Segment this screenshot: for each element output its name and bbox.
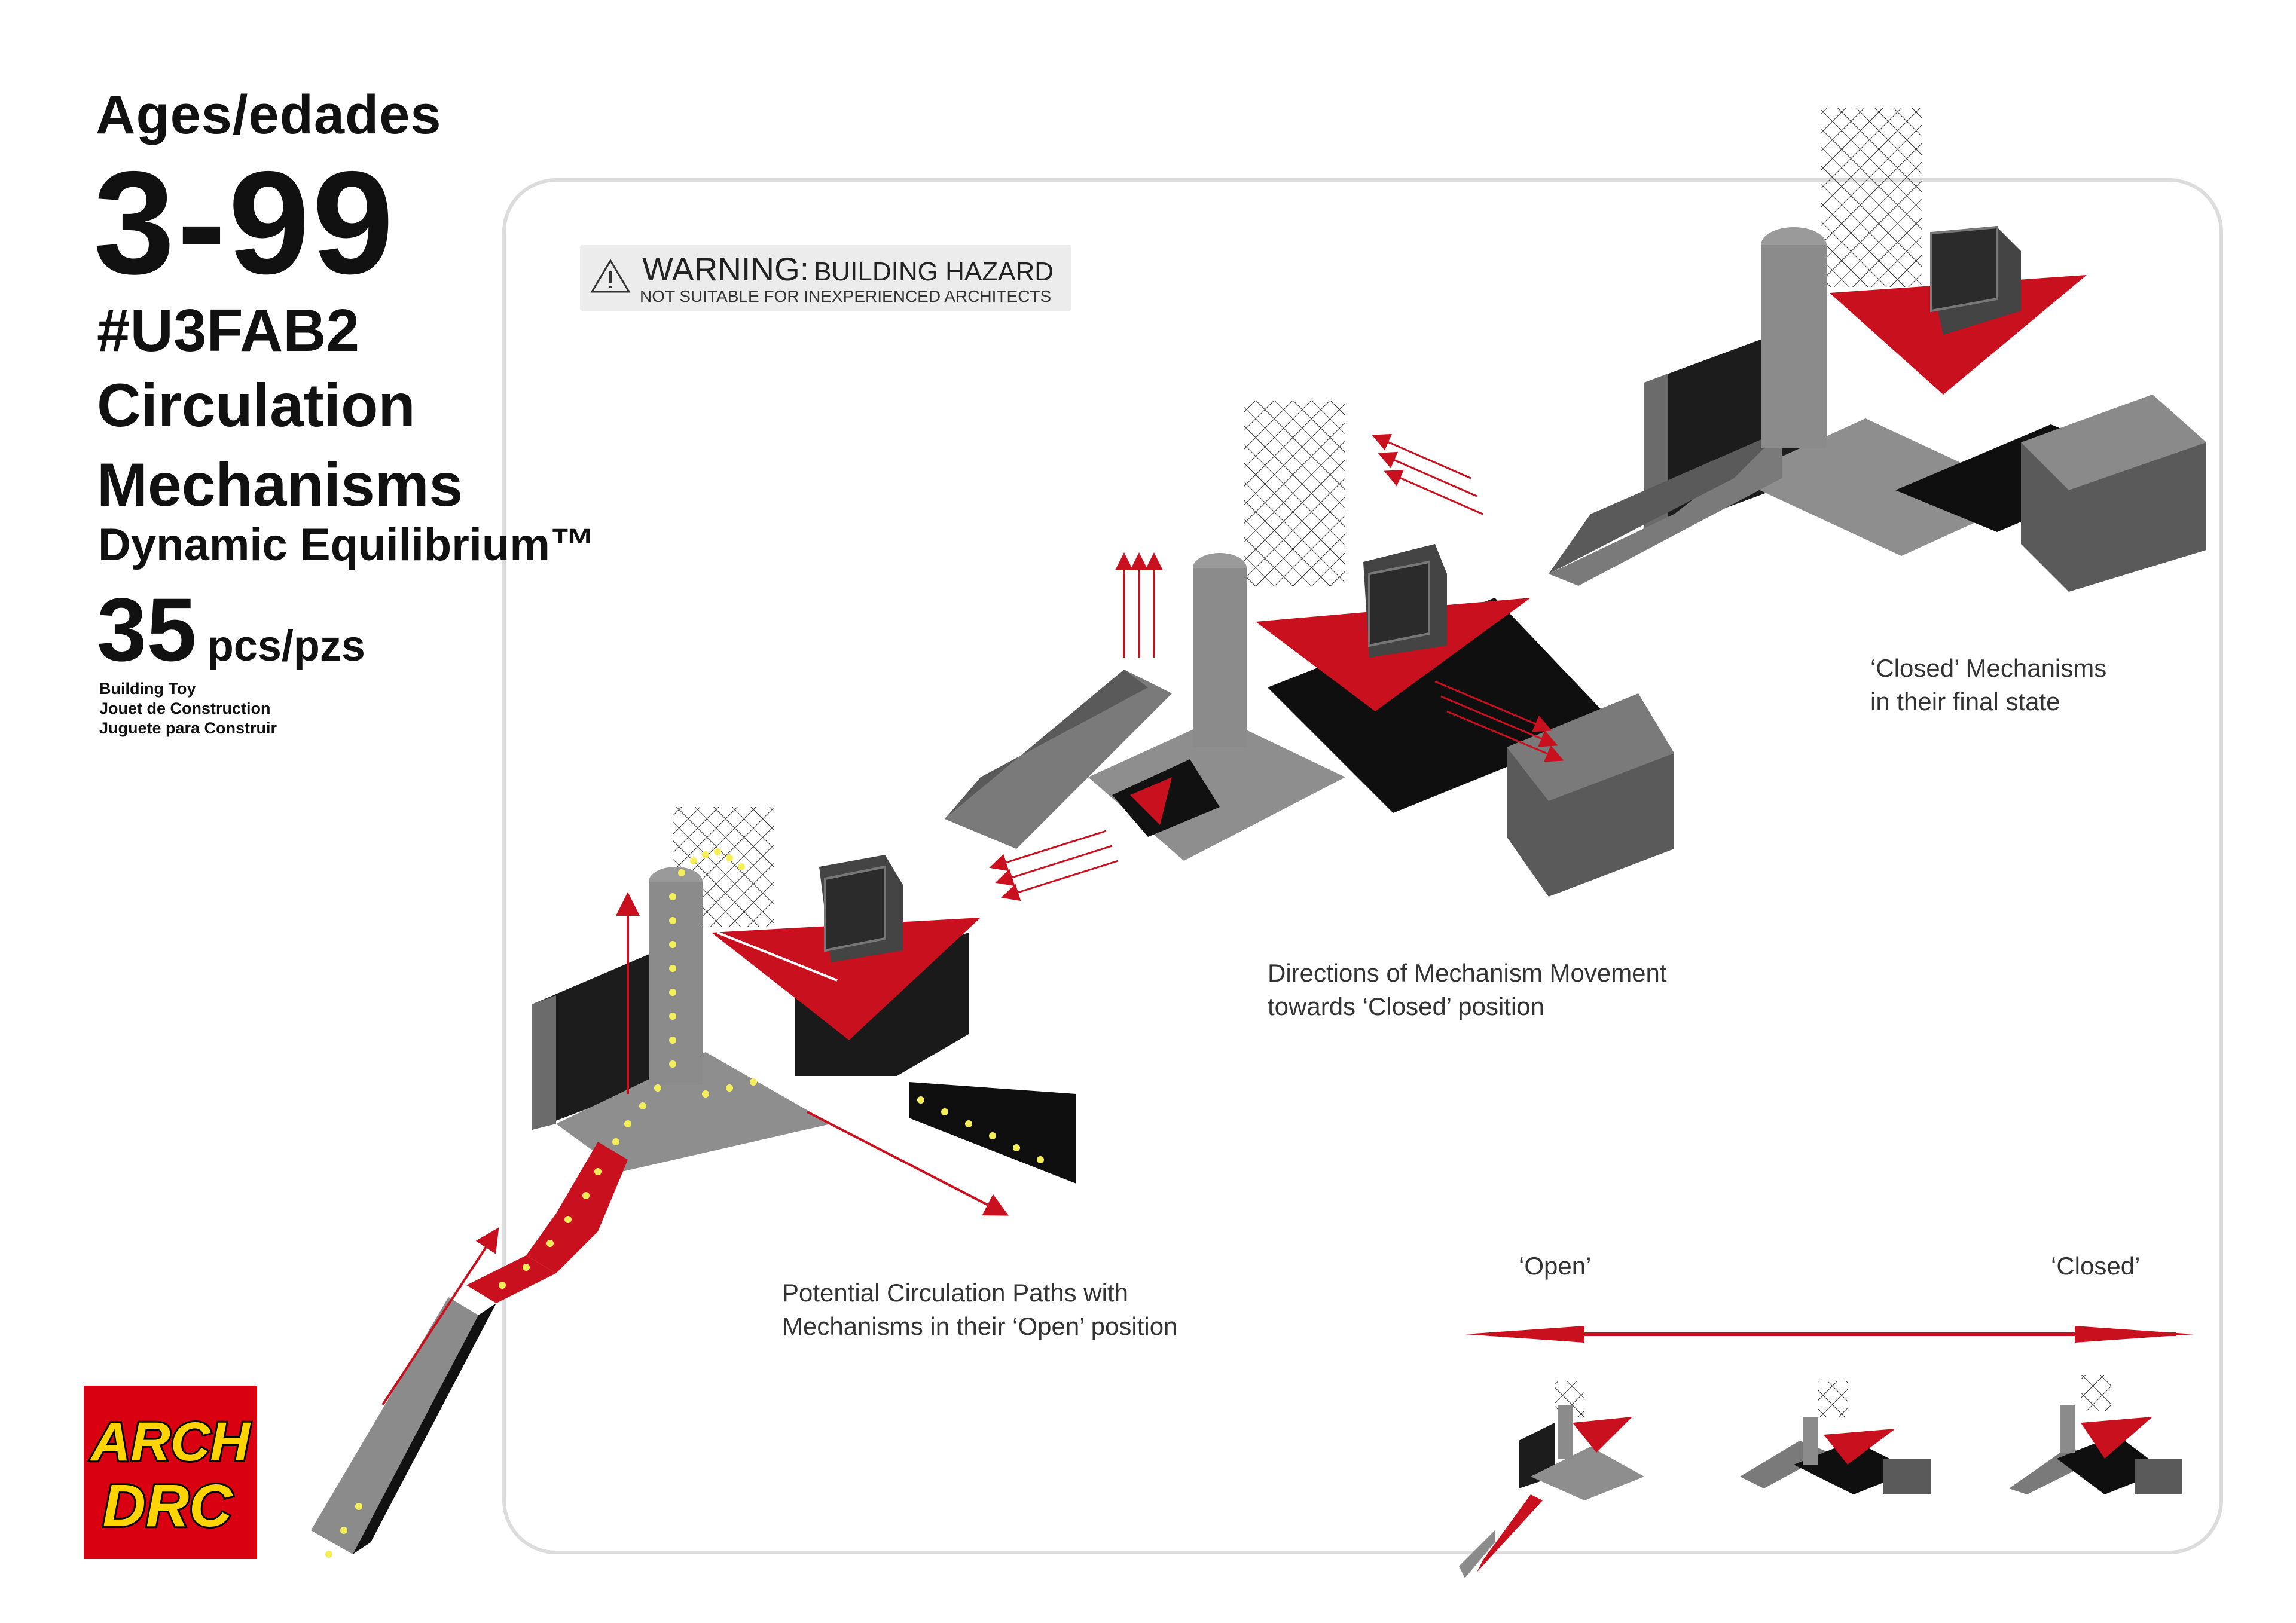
logo-line2: DRC bbox=[103, 1472, 233, 1539]
warning-detail: NOT SUITABLE FOR INEXPERIENCED ARCHITECT… bbox=[640, 287, 1052, 305]
set-title-line2: Mechanisms bbox=[97, 451, 463, 519]
set-subtitle: Dynamic Equilibrium™ bbox=[98, 519, 596, 570]
caption-closed-line1: ‘Closed’ Mechanisms bbox=[1870, 654, 2107, 682]
piece-count-unit: pcs/pzs bbox=[207, 622, 365, 670]
caption-closed-line2: in their final state bbox=[1870, 687, 2060, 716]
thumbnail-open bbox=[1459, 1381, 1644, 1578]
mechanism-closed bbox=[1549, 108, 2206, 592]
mechanism-movement bbox=[945, 401, 1674, 901]
legend-closed-label: ‘Closed’ bbox=[2051, 1252, 2141, 1280]
caption-open-line1: Potential Circulation Paths with bbox=[782, 1279, 1128, 1307]
logo-line1: ARCH bbox=[90, 1411, 251, 1472]
mechanism-open bbox=[311, 807, 1076, 1558]
toy-label-en: Building Toy bbox=[99, 680, 196, 698]
warning-heading: WARNING: bbox=[642, 250, 810, 288]
warning-heading-line: WARNING:BUILDING HAZARD bbox=[642, 250, 1054, 288]
set-title-line1: Circulation bbox=[97, 371, 416, 439]
caption-open: Potential Circulation Paths with Mechani… bbox=[782, 1276, 1177, 1343]
toy-label-fr: Jouet de Construction bbox=[99, 699, 271, 717]
ages-range: 3-99 bbox=[93, 140, 396, 304]
caption-movement-line1: Directions of Mechanism Movement bbox=[1268, 959, 1667, 987]
open-closed-legend-arrow bbox=[1465, 1326, 2194, 1343]
set-title: Circulation Mechanisms bbox=[97, 366, 463, 525]
caption-movement-line2: towards ‘Closed’ position bbox=[1268, 992, 1545, 1020]
caption-closed: ‘Closed’ Mechanisms in their final state bbox=[1870, 652, 2106, 719]
caption-movement: Directions of Mechanism Movement towards… bbox=[1268, 956, 1667, 1023]
set-code: #U3FAB2 bbox=[97, 297, 360, 364]
caption-open-line2: Mechanisms in their ‘Open’ position bbox=[782, 1312, 1178, 1340]
content-frame bbox=[502, 178, 2223, 1554]
warning-triangle-icon bbox=[590, 259, 631, 293]
toy-labels: Building Toy Jouet de Construction Jugue… bbox=[99, 679, 277, 738]
toy-label-es: Juguete para Construir bbox=[99, 719, 277, 737]
warning-label: WARNING:BUILDING HAZARD NOT SUITABLE FOR… bbox=[580, 245, 1071, 311]
legend-open-label: ‘Open’ bbox=[1519, 1252, 1592, 1280]
mesh-screen bbox=[1244, 401, 1345, 586]
piece-count-number: 35 bbox=[97, 579, 197, 680]
mesh-screen bbox=[1821, 108, 1922, 287]
warning-hazard: BUILDING HAZARD bbox=[814, 257, 1054, 286]
thumbnail-moving bbox=[1740, 1381, 1931, 1494]
thumbnail-closed bbox=[2009, 1375, 2182, 1494]
ages-label: Ages/edades bbox=[96, 84, 442, 145]
archdrc-logo-mark: ARCH DRC bbox=[84, 1386, 257, 1559]
archdrc-logo: ARCH DRC bbox=[84, 1386, 257, 1559]
circulation-path bbox=[325, 848, 1044, 1558]
